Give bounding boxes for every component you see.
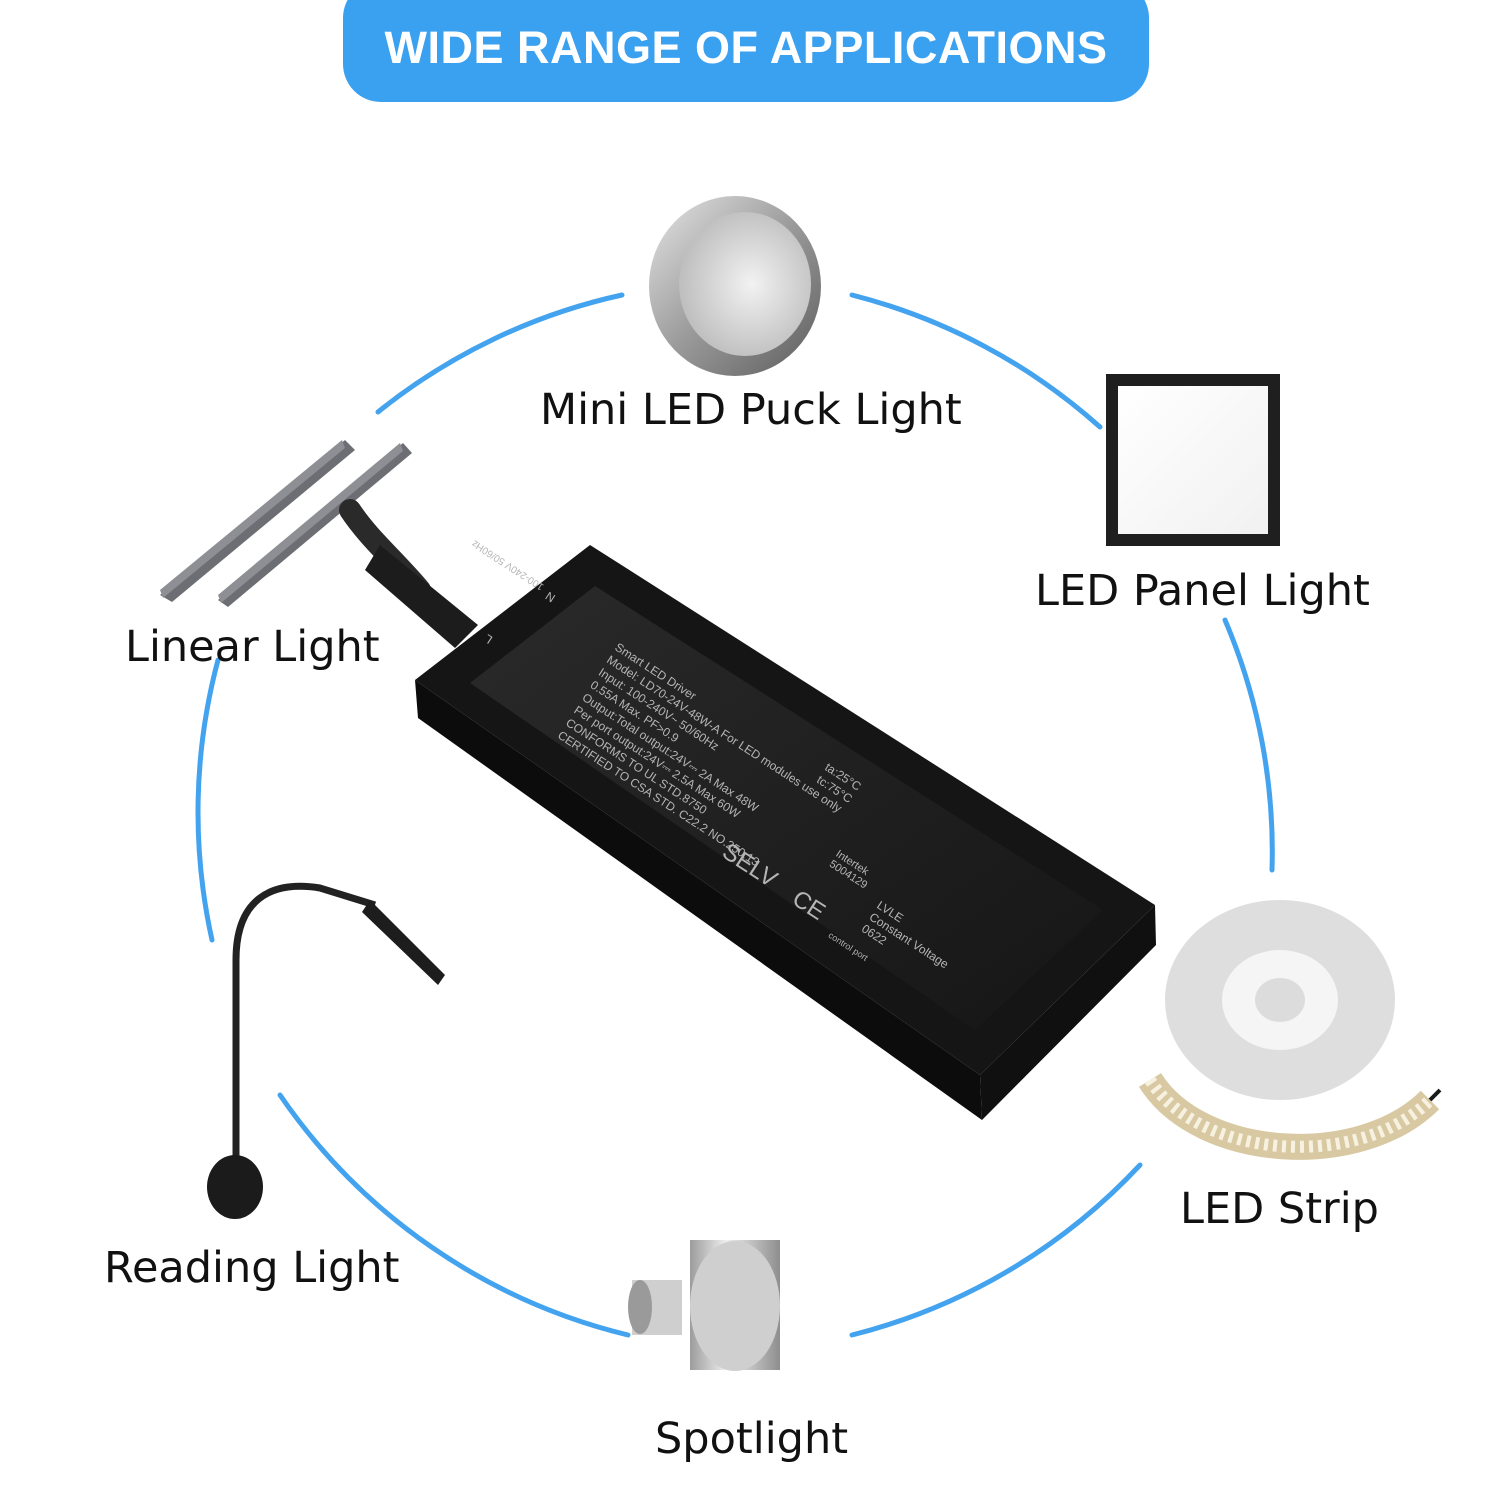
spotlight-icon: [628, 1240, 780, 1371]
ring-arc-top-left: [375, 292, 625, 415]
label-mini-led-puck-light: Mini LED Puck Light: [540, 385, 962, 435]
reading-light-icon: [207, 882, 445, 1219]
ring-arc-left: [195, 657, 221, 943]
label-spotlight: Spotlight: [655, 1414, 849, 1464]
label-reading-light: Reading Light: [104, 1243, 400, 1293]
label-led-strip: LED Strip: [1180, 1184, 1379, 1234]
label-led-panel-light: LED Panel Light: [1035, 566, 1370, 616]
panel-light-icon: [1106, 374, 1280, 546]
ring-arc-bottom: [277, 1092, 631, 1338]
led-driver: [415, 545, 1156, 1120]
ring-arc-bottom-right: [849, 1162, 1143, 1338]
header-banner: WIDE RANGE OF APPLICATIONS: [343, 0, 1149, 102]
ring-arc-top-right: [849, 292, 1103, 430]
banner-title: WIDE RANGE OF APPLICATIONS: [384, 22, 1108, 73]
ring-arc-right: [1222, 617, 1275, 873]
driver-cable: [339, 499, 478, 648]
puck-light-icon: [649, 196, 821, 376]
ring: [195, 292, 1275, 1338]
label-linear-light: Linear Light: [125, 622, 380, 672]
led-strip-icon: [1138, 900, 1442, 1160]
linear-light-icon: [160, 440, 412, 607]
